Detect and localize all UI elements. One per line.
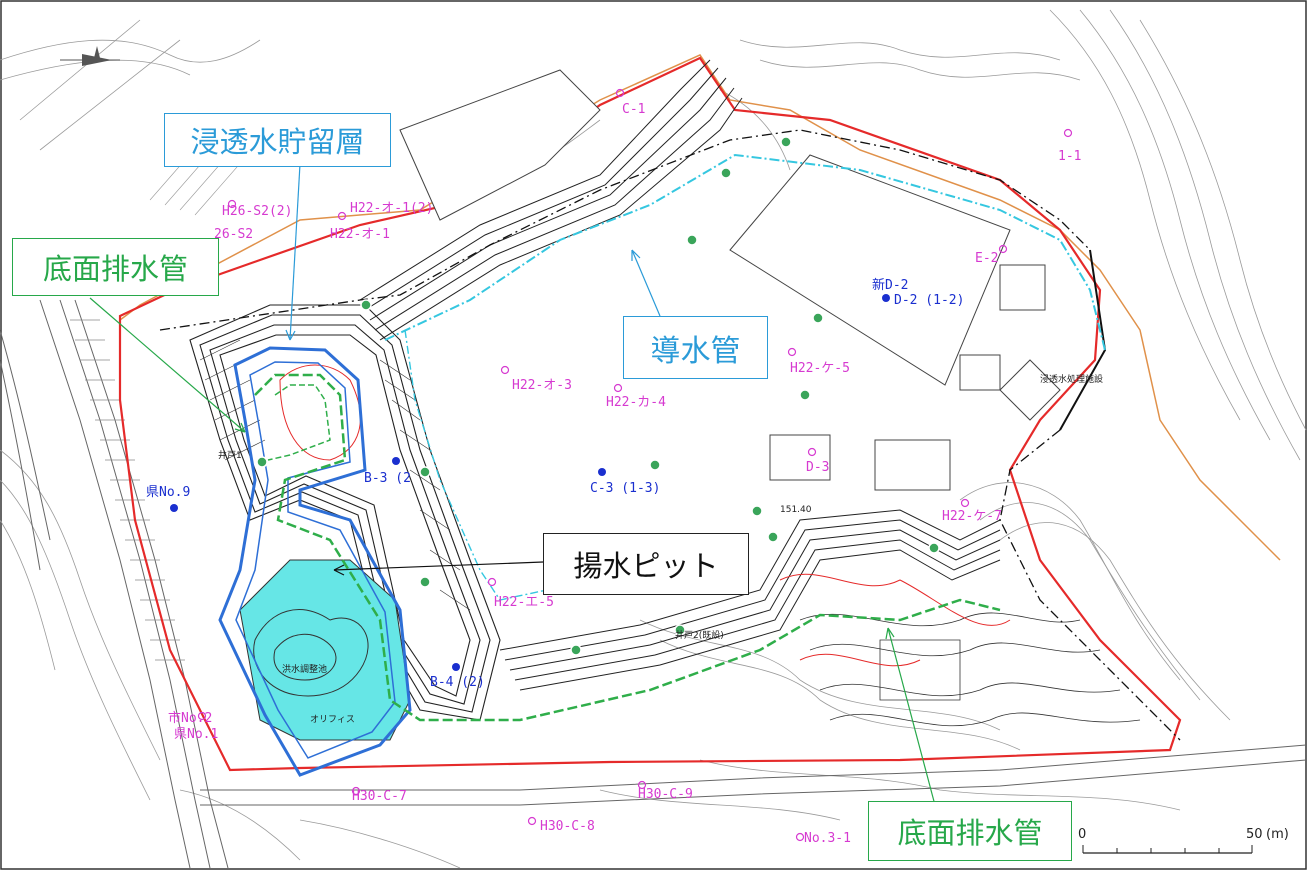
well-label-h30-c-8: H30-C-8 [540,819,595,834]
well-label-26-s2: 26-S2 [214,227,253,242]
pond-contour-inner [273,633,337,681]
callout-seepage-layer: 浸透水貯留層 [164,113,391,167]
building-small-1 [999,264,1046,311]
seepage-layer-inner [235,361,396,759]
callout-water-pipe: 導水管 [623,316,768,379]
map-annotations: オリフィス 洪水調整池 浸透水処理施設 井戸1 井戸2(既設) 151.40 [218,373,1103,725]
well-label-d-3: D-3 [806,460,829,475]
arrow-seepage-layer [289,163,301,341]
scale-unit: (m) [1266,827,1289,842]
well-label-pref-no9: 県No.9 [146,485,190,500]
well-label-b-4: B-4 (2) [430,675,485,690]
callout-pump-pit: 揚水ピット [543,533,749,595]
orange-outer-line [119,54,1281,561]
callout-bottom-drain-left: 底面排水管 [12,238,219,296]
well-label-b-3: B-3 (2 [364,471,411,486]
well-label-h26-s2-2: H26-S2(2) [222,204,292,219]
well-label-no3-1: No.3-1 [804,831,851,846]
well-label-h22-ke-7: H22-ケ-7 [942,509,1002,524]
well-label-h22-e-5: H22-エ-5 [494,595,554,610]
callout-arrows [89,163,941,825]
building-small-2 [959,354,1001,391]
well-label-h22-o-3: H22-オ-3 [512,378,572,393]
well-1-label: 井戸1 [218,449,242,461]
scale-start: 0 [1078,827,1086,842]
well-label-e-2: E-2 [975,251,998,266]
well-label-h22-o-1-2: H22-オ-1(2) [350,201,433,216]
well-label-pref-no1: 県No.1 [174,727,218,742]
scale-end: 50 [1246,827,1263,842]
fence-line [159,129,1181,741]
embankment-south [499,509,1001,691]
embankment-north [359,59,743,341]
seepage-facility-label: 浸透水処理施設 [1040,373,1103,385]
bottom-drain-pipe [254,373,1001,722]
north-arrow [60,46,120,66]
well-label-new-d-2: 新D-2 [872,277,908,293]
pond-contour [253,609,369,697]
arrow-pump-pit [333,561,544,571]
bottom-drain-inner [267,384,331,461]
contours-southeast [799,612,1141,727]
well-label-h30-c-7: H30-C-7 [352,789,407,804]
water-pipe-line [384,153,1106,351]
well-label-c-1: C-1 [622,102,645,117]
well-label-h22-ke-5: H22-ケ-5 [790,361,850,376]
well-labels-blue: 新D-2 D-2 (1-2) C-3 (1-3) B-3 (2 県No.9 B-… [146,277,964,690]
scale-bar: 0 50 (m) [1078,827,1289,854]
terrace-hatching [199,339,471,611]
flood-pond-label: 洪水調整池 [282,663,327,675]
well-dots-blue [170,294,890,671]
seepage-layer-outline [218,346,412,777]
well-label-1-1: 1-1 [1058,149,1081,164]
arrow-water-pipe [631,249,661,317]
well-label-d-2: D-2 (1-2) [894,293,964,308]
callout-bottom-drain-right: 底面排水管 [868,801,1072,861]
orifice-label: オリフィス [310,714,355,725]
water-pipe-branch [404,329,641,601]
well-labels-magenta: C-1 1-1 H26-S2(2) 26-S2 H22-オ-1(2) H22-オ… [168,102,1081,846]
well-2-label: 井戸2(既設) [675,629,724,641]
building-small-3 [874,439,951,491]
well-label-h22-ka-4: H22-カ-4 [606,395,666,410]
red-inner-lines [279,364,1011,667]
arrow-drain-left [89,297,246,433]
well-label-c-3: C-3 (1-3) [590,481,660,496]
well-label-h22-o-1: H22-オ-1 [330,227,390,242]
building-small-4 [769,434,831,481]
arrow-drain-right [887,627,941,825]
road-bottom [200,744,1307,806]
well-circles-magenta [197,88,1073,842]
monitoring-markers [256,136,940,656]
building-block-ne [729,154,1011,386]
lot-label: 151.40 [780,505,812,515]
building-small-5 [999,359,1061,421]
well-label-h30-c-9: H30-C-9 [638,787,693,802]
road-east [1059,249,1107,431]
building-block-nw [399,69,601,221]
well-label-city-no2: 市No.2 [168,710,212,726]
